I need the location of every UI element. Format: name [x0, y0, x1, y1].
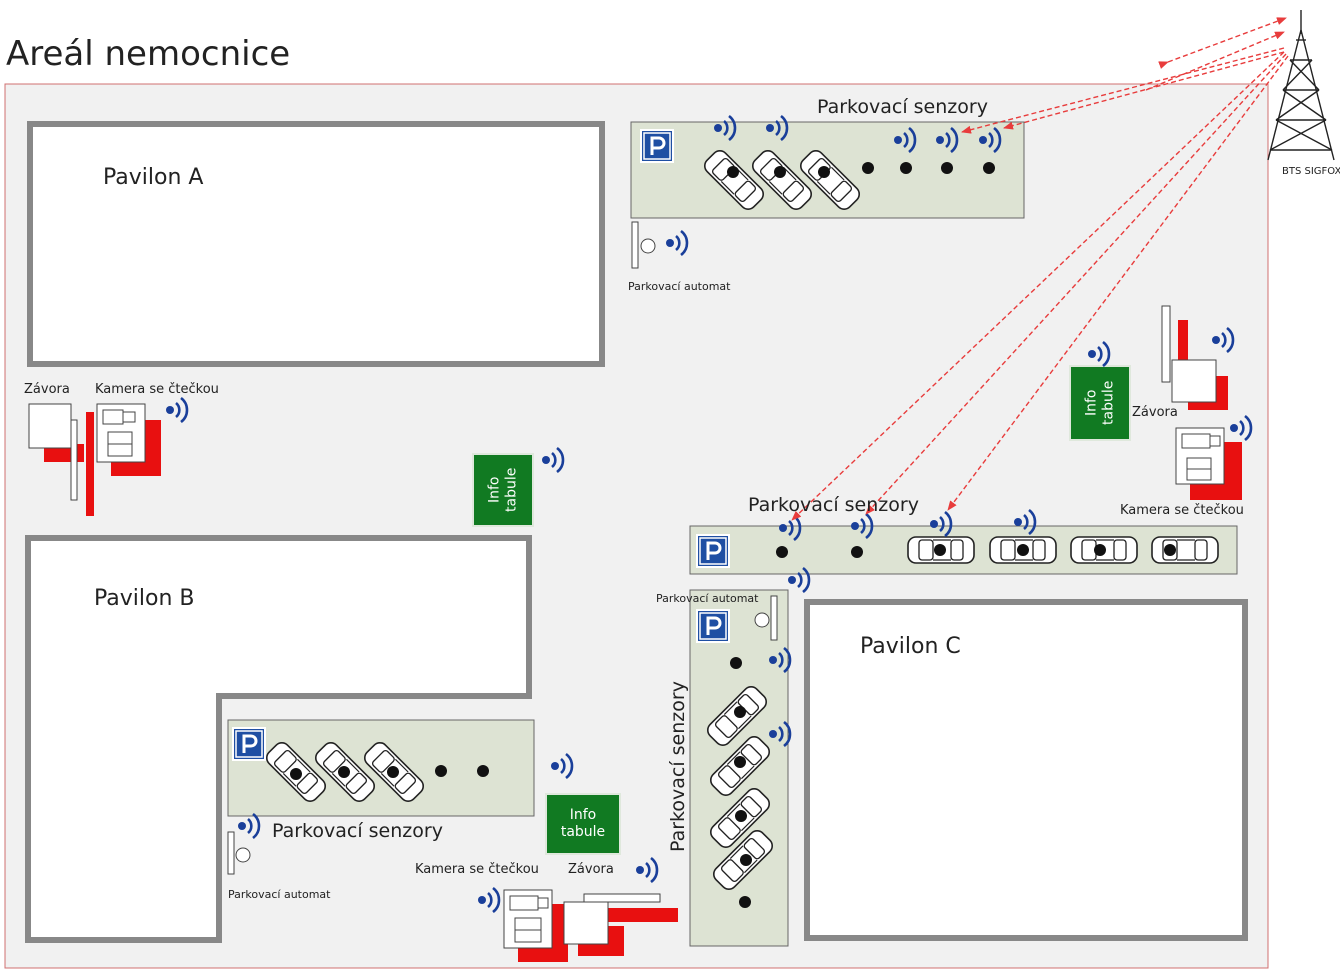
sensor-dot — [1017, 544, 1029, 556]
car-icon — [1151, 536, 1219, 564]
info-board-line2: tabule — [503, 467, 519, 513]
info-board-right — [1069, 365, 1131, 441]
parking-sign-icon — [639, 128, 675, 164]
parking-sign-icon — [695, 533, 731, 569]
signal-arrows — [791, 17, 1289, 521]
pavilion-b-building — [25, 535, 532, 943]
sensor-dot — [900, 162, 912, 174]
pavilion-c-building — [804, 599, 1248, 941]
sensor-dot — [1164, 544, 1176, 556]
tower-label: BTS SIGFOX — [1282, 166, 1340, 177]
info-board-line1: Info — [486, 476, 503, 504]
sensor-dot — [730, 657, 742, 669]
camera-reader-icon — [1175, 427, 1242, 500]
sensor-dot — [739, 896, 751, 908]
parking-sign-icon — [231, 726, 267, 762]
sensor-dot — [941, 162, 953, 174]
sensor-dot — [740, 854, 752, 866]
info-board-line1: Info — [569, 807, 597, 824]
sensor-dot — [477, 765, 489, 777]
camera-reader-icon — [503, 889, 568, 962]
parking-machine-label: Parkovací automat — [628, 280, 731, 293]
parking-machine-label: Parkovací automat — [656, 592, 759, 605]
pavilion-b-label: Pavilon B — [94, 586, 195, 611]
sensor-dot — [435, 765, 447, 777]
sensor-dot — [983, 162, 995, 174]
sensor-dot — [735, 810, 747, 822]
page-title: Areál nemocnice — [6, 34, 291, 74]
sensor-dot — [774, 166, 786, 178]
sensor-dot — [338, 766, 350, 778]
parking-machine-icon — [631, 221, 656, 269]
pavilion-a-building — [27, 121, 605, 367]
info-board-left — [472, 453, 534, 527]
camera-reader-icon — [96, 403, 161, 476]
info-board-line2: tabule — [560, 824, 606, 840]
bts-tower-icon — [1267, 10, 1335, 161]
parking-sensors-label: Parkovací senzory — [817, 96, 988, 118]
barrier-icon — [28, 403, 94, 516]
sensor-dot — [851, 546, 863, 558]
pavilion-c-label: Pavilon C — [860, 634, 961, 659]
barrier-label: Závora — [1132, 405, 1178, 420]
sensor-dot — [734, 706, 746, 718]
parking-machine-icon — [754, 595, 778, 641]
parking-machine-icon — [227, 831, 251, 875]
parking-machine-label: Parkovací automat — [228, 888, 331, 901]
camera-reader-label: Kamera se čtečkou — [1120, 503, 1244, 518]
parking-sensors-label: Parkovací senzory — [272, 820, 443, 842]
camera-reader-label: Kamera se čtečkou — [95, 382, 219, 397]
barrier-label: Závora — [24, 382, 70, 397]
sensor-dot — [934, 544, 946, 556]
sensor-dot — [290, 768, 302, 780]
sensor-dot — [1094, 544, 1106, 556]
pavilion-a-label: Pavilon A — [103, 165, 204, 190]
sensor-dot — [734, 756, 746, 768]
barrier-label: Závora — [568, 862, 614, 877]
parking-sign-icon — [695, 608, 731, 644]
sensor-dot — [387, 766, 399, 778]
parking-sensors-label: Parkovací senzory — [667, 681, 689, 852]
barrier-icon — [563, 893, 678, 956]
camera-reader-label: Kamera se čtečkou — [415, 862, 539, 877]
sensor-dot — [727, 166, 739, 178]
sensor-dot — [862, 162, 874, 174]
info-board-line2: tabule — [1100, 380, 1116, 426]
info-board-bottom — [545, 793, 621, 855]
sensor-dot — [776, 546, 788, 558]
parking-sensors-label: Parkovací senzory — [748, 494, 919, 516]
sensor-dot — [818, 166, 830, 178]
barrier-icon — [1161, 305, 1228, 410]
info-board-line1: Info — [1083, 389, 1100, 417]
